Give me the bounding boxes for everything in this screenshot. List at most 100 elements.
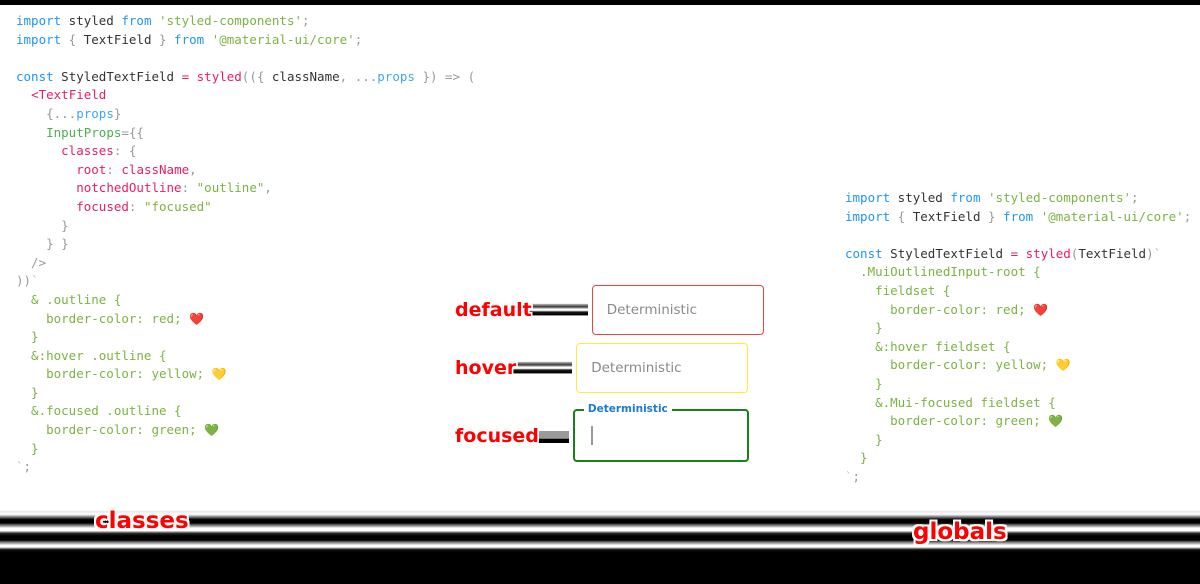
- code-token: classes: [61, 143, 114, 159]
- code-token: styled: [196, 68, 242, 84]
- code-token: }: [845, 320, 883, 336]
- code-block-classes: import styled from 'styled-components';i…: [16, 12, 475, 477]
- code-token: "focused": [143, 198, 212, 214]
- code-line: [845, 226, 1191, 245]
- code-token: const: [16, 68, 54, 84]
- code-line: &.focused .outline {: [16, 402, 475, 421]
- code-token: `: [16, 459, 24, 475]
- code-token: }: [16, 440, 39, 456]
- code-token: =: [1010, 245, 1019, 261]
- code-token: .MuiOutlinedInput-root {: [845, 264, 1041, 280]
- code-token: [189, 69, 197, 84]
- code-line: fieldset {: [845, 282, 1191, 301]
- code-line: }: [16, 384, 475, 403]
- code-token: ❤️: [189, 311, 205, 326]
- code-token: }: [16, 217, 69, 233]
- code-line: } }: [16, 235, 475, 254]
- code-token: `: [1153, 245, 1162, 261]
- code-token: InputProps: [46, 124, 122, 140]
- code-line: }: [845, 449, 1191, 468]
- code-token: [1033, 209, 1041, 224]
- code-token: props: [76, 105, 114, 121]
- annotation-label-focused: focused: [455, 424, 539, 447]
- code-token: :: [128, 198, 144, 214]
- code-line: }: [845, 319, 1191, 338]
- code-token: root: [76, 161, 107, 177]
- code-token: 💚: [1048, 414, 1064, 429]
- code-token: ={{: [121, 124, 144, 140]
- code-token: }: [151, 31, 175, 47]
- top-black-bar: [0, 0, 1200, 5]
- code-line: & .outline {: [16, 291, 475, 310]
- code-line: focused: "focused": [16, 198, 475, 217]
- code-token: [16, 162, 76, 177]
- code-token: }) => (: [414, 68, 476, 84]
- code-line: import styled from 'styled-components';: [16, 12, 475, 31]
- code-token: ...: [354, 68, 378, 84]
- text-caret-icon: [590, 426, 593, 445]
- code-token: [151, 13, 159, 28]
- textfield-focused[interactable]: Deterministic: [572, 403, 749, 462]
- code-token: & .outline {: [16, 291, 122, 307]
- code-token: from: [950, 190, 981, 205]
- code-token: border-color: green;: [16, 422, 205, 438]
- demo-row-hover: hover Deterministic: [455, 343, 749, 393]
- code-line: import { TextField } from '@material-ui/…: [845, 208, 1191, 227]
- code-token: StyledTextField: [53, 68, 182, 84]
- code-token: "outline": [196, 180, 265, 196]
- bottom-divider-band: [0, 498, 1200, 584]
- code-token: ): [1146, 245, 1154, 261]
- code-token: {...: [16, 105, 77, 121]
- code-line: }: [16, 440, 475, 459]
- code-token: import: [845, 190, 891, 205]
- code-token: TextField: [83, 31, 152, 47]
- code-line: notchedOutline: "outline",: [16, 179, 475, 198]
- code-token: ;: [354, 31, 363, 47]
- code-token: border-color: yellow;: [845, 357, 1056, 373]
- code-token: ;: [1131, 190, 1139, 205]
- textfield-default[interactable]: Deterministic: [591, 285, 764, 335]
- annotation-label-hover: hover: [455, 357, 517, 379]
- code-token: ,: [339, 68, 355, 84]
- code-token: )): [16, 273, 32, 289]
- code-line: ))`: [16, 272, 475, 291]
- code-token: styled: [1025, 245, 1071, 261]
- code-token: =: [181, 68, 190, 84]
- code-token: TextField: [912, 208, 981, 224]
- code-line: border-color: green; 💚: [845, 412, 1191, 431]
- code-token: [16, 125, 46, 140]
- code-token: 'styled-components': [988, 190, 1132, 205]
- code-line: const StyledTextField = styled(({ classN…: [16, 68, 475, 87]
- code-token: '@material-ui/core': [211, 31, 355, 47]
- code-token: [1018, 246, 1026, 261]
- code-token: border-color: yellow;: [16, 366, 212, 382]
- code-token: ;: [23, 459, 32, 475]
- code-token: (: [1070, 245, 1079, 261]
- code-line: &:hover .outline {: [16, 347, 475, 366]
- code-token: [980, 190, 988, 205]
- code-token: }: [16, 384, 39, 400]
- code-token: styled: [890, 190, 951, 205]
- textfield-default-value: Deterministic: [606, 302, 698, 318]
- annotation-label-default: default: [455, 299, 532, 321]
- code-token: className: [271, 68, 340, 84]
- textfield-hover[interactable]: Deterministic: [576, 343, 749, 393]
- code-token: const: [845, 245, 883, 261]
- code-token: [204, 32, 212, 47]
- code-token: '@material-ui/core': [1040, 208, 1184, 224]
- code-line: const StyledTextField = styled(TextField…: [845, 245, 1191, 264]
- code-token: }: [845, 375, 883, 391]
- textfield-hover-value: Deterministic: [591, 360, 682, 376]
- code-token: fieldset {: [845, 282, 951, 298]
- connector-line-focused: [532, 425, 569, 446]
- code-line: .MuiOutlinedInput-root {: [845, 263, 1191, 282]
- code-token: }: [845, 450, 868, 466]
- band-label-classes: classes: [95, 508, 189, 534]
- code-line: }: [845, 375, 1191, 394]
- demo-row-default: default Deterministic: [455, 285, 764, 335]
- code-line: import styled from 'styled-components';: [845, 189, 1191, 208]
- code-token: styled: [61, 13, 122, 28]
- code-token: }: [113, 105, 122, 121]
- code-token: `: [31, 273, 39, 289]
